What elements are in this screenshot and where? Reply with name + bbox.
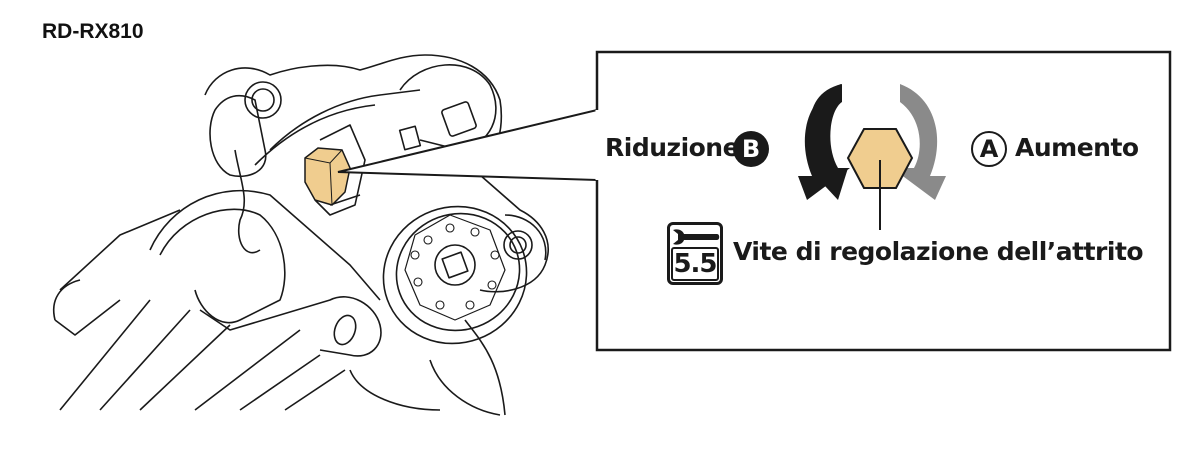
- counterclockwise-arrow-icon-body: [798, 84, 850, 200]
- decrease-label: Riduzione: [605, 133, 740, 162]
- increase-label: Aumento: [1015, 133, 1139, 162]
- friction-screw-highlight: [304, 147, 351, 206]
- tool-size: 5.5: [671, 247, 719, 281]
- derailleur-line-art: [53, 54, 549, 416]
- hex-wrench-tool-badge: 5.5: [667, 222, 723, 285]
- increase-badge: A: [971, 131, 1007, 167]
- callout-pointer: [337, 108, 598, 182]
- hex-screw-icon: [846, 128, 914, 189]
- callout-box: [595, 50, 1172, 352]
- hex-wrench-icon: [673, 229, 720, 245]
- part-label: Vite di regolazione dell’attrito: [733, 237, 1144, 266]
- model-title: RD-RX810: [42, 20, 144, 43]
- decrease-badge: B: [733, 131, 769, 167]
